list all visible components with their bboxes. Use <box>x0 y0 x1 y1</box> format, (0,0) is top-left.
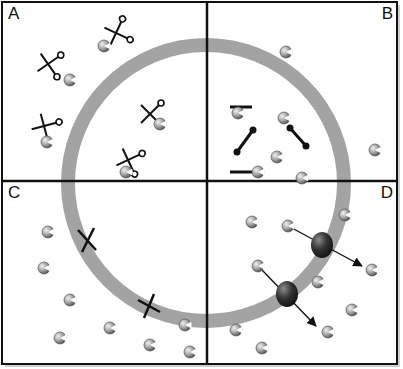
quadrant-letter: C <box>8 184 20 202</box>
antibiotic-molecules <box>41 40 167 178</box>
efflux-pumps <box>276 232 333 307</box>
divider-line <box>206 2 209 364</box>
modifying-groups <box>230 107 310 172</box>
divider-line <box>2 180 397 183</box>
quadrant-letter: B <box>382 5 393 23</box>
antibiotic-molecules <box>230 209 379 354</box>
efflux-arrows <box>262 228 362 326</box>
antibiotic-molecules <box>38 226 197 358</box>
quadrant-letter: A <box>8 5 19 23</box>
quadrant-letter: D <box>381 184 393 202</box>
frame <box>2 2 397 364</box>
altered-target-marks <box>78 228 160 318</box>
scissors-symbols <box>29 15 164 178</box>
antibiotic-molecules <box>232 46 382 184</box>
